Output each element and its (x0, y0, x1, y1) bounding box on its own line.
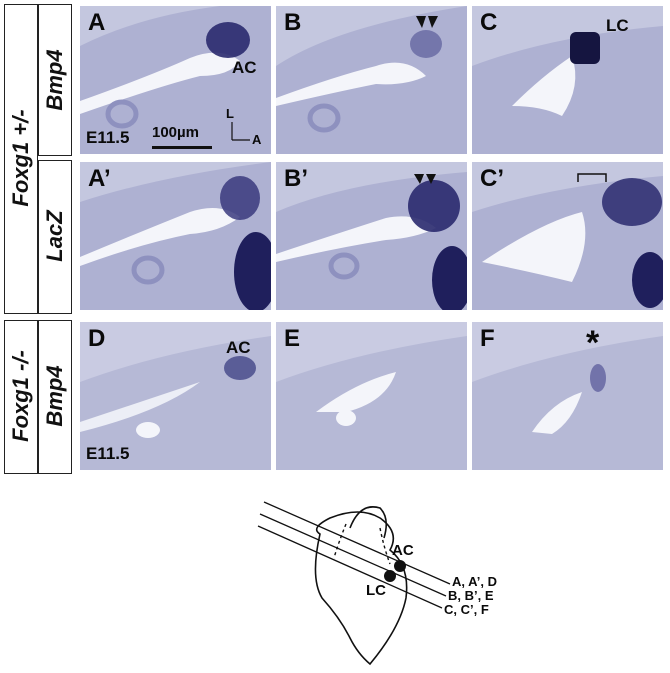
panel-label-E: E (284, 325, 301, 352)
genotype-label-bottom: Foxg1 -/- (8, 350, 33, 442)
probe-label-box-bmp4-top: Bmp4 (38, 4, 72, 156)
stage-label-D: E11.5 (86, 444, 130, 463)
panel-A: A AC E11.5 100µm L A (80, 6, 271, 154)
axis-label-L: L (226, 106, 234, 121)
panel-label-F: F (480, 325, 495, 352)
section-line-label-3: C, C’, F (444, 602, 489, 617)
section-line-label-2: B, B’, E (448, 588, 494, 603)
micrograph-C (472, 6, 663, 154)
panel-A-prime: A’ (80, 162, 271, 310)
micrograph-E (276, 322, 467, 470)
panel-label-B-prime: B’ (284, 165, 308, 192)
scalebar-label: 100µm (152, 124, 200, 141)
panel-label-C-prime: C’ (480, 165, 504, 192)
panel-B-prime: B’ (276, 162, 467, 310)
section-line-label-1: A, A’, D (452, 574, 498, 589)
panel-D: D AC E11.5 (80, 322, 271, 470)
annotation-lc: LC (606, 16, 629, 35)
schematic-label-ac: AC (392, 542, 414, 559)
scalebar (152, 146, 212, 149)
micrograph-B-prime (276, 162, 467, 310)
micrograph-A-prime (80, 162, 271, 310)
micrograph-C-prime (472, 162, 663, 310)
stage-label-A: E11.5 (86, 128, 130, 147)
panel-C: C LC (472, 6, 663, 154)
panel-label-A-prime: A’ (88, 165, 111, 192)
annotation-ac-A: AC (232, 58, 257, 77)
schematic-label-lc: LC (366, 582, 386, 599)
probe-label-lacz: LacZ (42, 210, 67, 262)
micrograph-A (80, 6, 271, 154)
micrograph-B (276, 6, 467, 154)
genotype-label-box-top: Foxg1 +/- (4, 4, 38, 314)
annotation-ac-D: AC (226, 338, 251, 357)
micrograph-D (80, 322, 271, 470)
panel-label-B: B (284, 9, 302, 36)
genotype-label-top: Foxg1 +/- (8, 109, 33, 207)
genotype-label-box-bottom: Foxg1 -/- (4, 320, 38, 474)
probe-label-box-lacz: LacZ (38, 160, 72, 314)
panel-label-D: D (88, 325, 106, 352)
probe-label-bmp4-bottom: Bmp4 (42, 365, 67, 427)
panel-B: B (276, 6, 467, 154)
panel-label-A: A (88, 9, 106, 36)
ear-schematic-drawing (257, 501, 451, 666)
panel-label-C: C (480, 9, 498, 36)
probe-label-bmp4-top: Bmp4 (42, 49, 67, 111)
panel-F: F * (472, 322, 663, 470)
asterisk-marker: * (586, 324, 600, 362)
ear-schematic: AC LC A, A’, D B, B’, E C, C’, F (250, 488, 550, 673)
probe-label-box-bmp4-bottom: Bmp4 (38, 320, 72, 474)
micrograph-F (472, 322, 663, 470)
panel-E: E (276, 322, 467, 470)
panel-C-prime: C’ (472, 162, 663, 310)
axis-label-A: A (252, 132, 262, 147)
